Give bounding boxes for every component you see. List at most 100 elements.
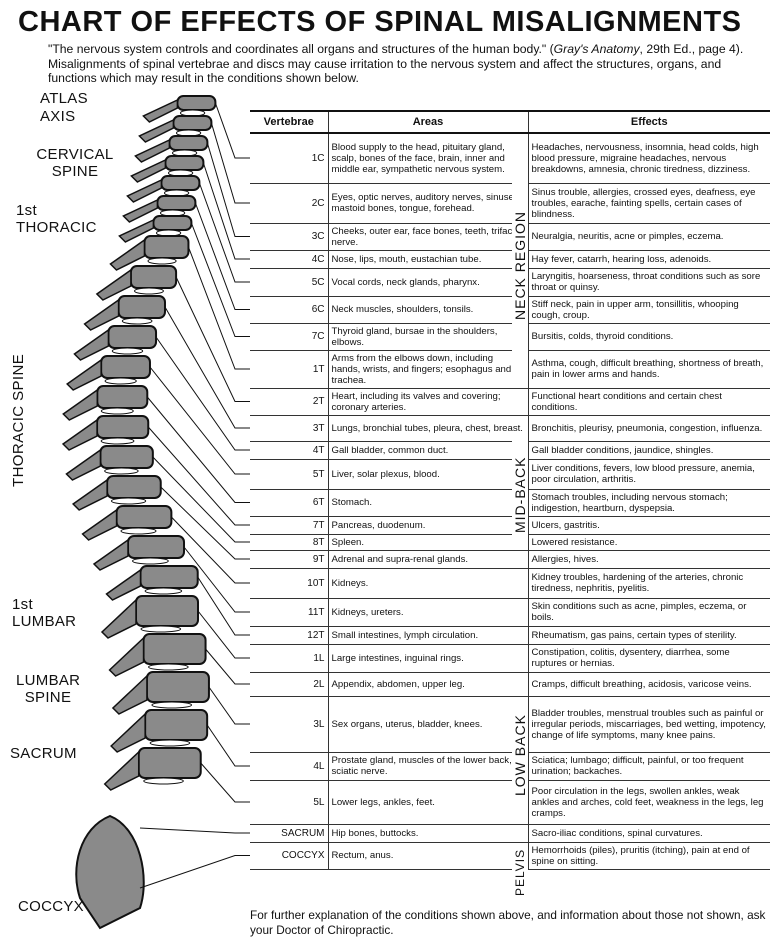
spinous-process <box>122 198 159 223</box>
effect-cell: Bursitis, colds, thyroid conditions. <box>528 323 770 351</box>
spinous-process <box>62 388 99 421</box>
effect-cell: Functional heart conditions and certain … <box>528 388 770 416</box>
effect-cell: Ulcers, gastritis. <box>528 516 770 535</box>
vertebra-cell: 5L <box>250 780 329 825</box>
leader-line <box>197 576 250 636</box>
effect-cell: Lowered resistance. <box>528 534 770 551</box>
effect-cell: Rheumatism, gas pains, certain types of … <box>528 626 770 645</box>
effect-cell: Liver conditions, fevers, low blood pres… <box>528 459 770 490</box>
vertebra-body <box>137 747 202 779</box>
leader-line <box>183 546 250 613</box>
area-cell: Gall bladder, common duct. <box>328 441 529 460</box>
page-title: CHART OF EFFECTS OF SPINAL MISALIGNMENTS <box>18 6 742 38</box>
spinous-process <box>92 538 129 571</box>
label-1st-lumbar: 1st LUMBAR <box>12 596 76 630</box>
disc <box>121 317 153 325</box>
disc <box>147 257 177 265</box>
label-cervical-line1: CERVICAL <box>36 146 114 163</box>
spinous-process <box>103 750 140 791</box>
disc <box>110 497 147 505</box>
vertebra-cell: 4C <box>250 250 329 269</box>
area-cell: Thyroid gland, bursae in the shoulders, … <box>328 323 529 351</box>
effect-cell: Asthma, cough, difficult breathing, shor… <box>528 350 770 389</box>
area-cell: Hip bones, buttocks. <box>328 824 529 843</box>
spinous-process <box>81 508 118 541</box>
leader-line <box>210 122 250 204</box>
leader-line <box>164 306 250 429</box>
vertebra-body <box>139 565 199 589</box>
spinous-process <box>83 298 120 331</box>
vertebra-cell: 10T <box>250 568 329 599</box>
spinous-process <box>73 328 110 361</box>
label-sacrum: SACRUM <box>10 745 77 762</box>
spinous-process <box>110 712 146 753</box>
spine-illustration <box>61 95 250 930</box>
leader-line <box>205 648 250 685</box>
area-cell: Appendix, abdomen, upper leg. <box>328 672 529 697</box>
effect-cell: Hemorrhoids (piles), pruritis (itching),… <box>528 842 770 870</box>
vertebra-cell: 6T <box>250 489 329 517</box>
vertebra-body <box>176 95 217 111</box>
effect-cell: Sinus trouble, allergies, crossed eyes, … <box>528 183 770 224</box>
effect-cell: Gall bladder conditions, jaundice, shing… <box>528 441 770 460</box>
label-cervical-spine: CERVICAL SPINE <box>30 146 120 180</box>
vertebra-cell: 1T <box>250 350 329 389</box>
vertebra-cell: SACRUM <box>250 824 329 843</box>
vertebra-body <box>144 709 209 741</box>
footer-note: For further explanation of the condition… <box>250 908 766 937</box>
vertebra-cell: COCCYX <box>250 842 329 870</box>
vertebra-cell: 4L <box>250 752 329 781</box>
disc <box>149 739 191 747</box>
disc <box>100 407 134 415</box>
spinous-process <box>100 598 137 639</box>
disc <box>151 701 193 709</box>
area-cell: Liver, solar plexus, blood. <box>328 459 529 490</box>
vertebra-body <box>127 535 186 559</box>
area-cell: Pancreas, duodenum. <box>328 516 529 535</box>
area-cell: Kidneys, ureters. <box>328 598 529 627</box>
vertebra-body <box>168 135 209 151</box>
leader-line <box>206 724 250 767</box>
spinous-process <box>138 118 175 143</box>
vertebra-body <box>135 595 200 627</box>
area-cell: Kidneys. <box>328 568 529 599</box>
vertebra-cell: 2C <box>250 183 329 224</box>
disc <box>143 777 184 785</box>
area-cell: Lower legs, ankles, feet. <box>328 780 529 825</box>
intro-paragraph: "The nervous system controls and coordin… <box>48 42 768 86</box>
leader-line <box>197 610 250 659</box>
label-thoracic-spine: THORACIC SPINE <box>10 353 27 487</box>
vertebra-body <box>142 633 207 665</box>
label-lumbar-spine: LUMBAR SPINE <box>16 672 80 706</box>
spinous-process <box>111 674 148 715</box>
spinous-process <box>118 218 155 243</box>
vertebra-cell: 5C <box>250 268 329 297</box>
leader-line <box>160 486 250 560</box>
area-cell: Vocal cords, neck glands, pharynx. <box>328 268 529 297</box>
label-1st-thoracic: 1st THORACIC <box>16 202 97 236</box>
disc <box>100 437 135 445</box>
area-cell: Large intestines, inguinal rings. <box>328 644 529 673</box>
effect-cell: Sacro-iliac conditions, spinal curvature… <box>528 824 770 843</box>
spinous-process <box>108 636 145 677</box>
label-atlas: ATLAS <box>40 90 88 107</box>
effect-cell: Bladder troubles, menstrual troubles suc… <box>528 696 770 753</box>
leader-line <box>147 426 250 526</box>
leader-line <box>202 162 250 260</box>
leader-line <box>190 222 250 337</box>
leader-line <box>175 276 250 402</box>
